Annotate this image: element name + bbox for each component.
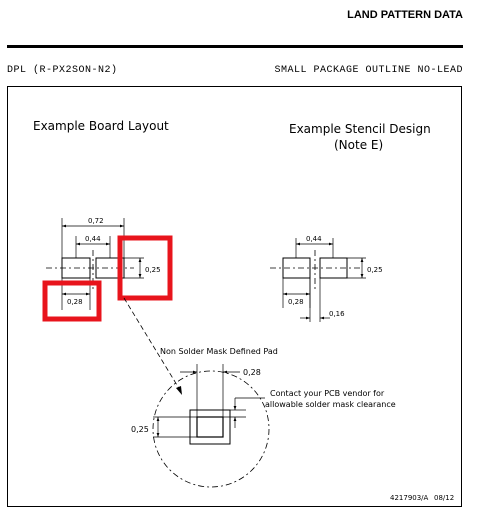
detail-label: Non Solder Mask Defined Pad	[160, 347, 278, 356]
stencil-title-line1: Example Stencil Design	[289, 122, 431, 136]
stencil-dim-inner: 0,44	[306, 235, 322, 243]
package-code: DPL (R-PX2SON-N2)	[7, 65, 118, 76]
board-layout-title: Example Board Layout	[33, 119, 169, 133]
detail-leader-arrowhead	[176, 386, 182, 395]
header-rule	[7, 45, 463, 48]
detail-mask-opening	[189, 409, 231, 445]
stencil-dim-height: 0,25	[367, 266, 383, 274]
detail-pad	[196, 416, 224, 438]
drawing-frame	[7, 86, 462, 507]
detail-circle	[152, 370, 270, 488]
detail-note-line2: allowable solder mask clearance	[265, 400, 396, 409]
document-title: LAND PATTERN DATA	[347, 9, 463, 21]
stencil-dim-gap: 0,16	[329, 310, 345, 318]
drawing-number: 4217903/A	[390, 494, 429, 502]
stencil-pad-right	[319, 257, 348, 279]
detail-dim-width: 0,28	[243, 368, 261, 377]
highlight-box-pad-height	[117, 235, 173, 301]
stencil-pad-left	[282, 257, 311, 279]
detail-dim-height: 0,25	[131, 425, 149, 434]
board-dim-width: 0,28	[67, 298, 83, 306]
package-description: SMALL PACKAGE OUTLINE NO-LEAD	[274, 65, 463, 76]
board-dim-height: 0,25	[145, 266, 161, 274]
detail-leader-line	[123, 297, 181, 391]
detail-note-line1: Contact your PCB vendor for	[270, 389, 385, 398]
drawing-date: 08/12	[434, 494, 454, 502]
board-dim-inner: 0,44	[85, 235, 101, 243]
stencil-title-line2: (Note E)	[334, 138, 383, 152]
board-dim-overall: 0,72	[88, 217, 104, 225]
stencil-dim-width: 0,28	[288, 298, 304, 306]
highlight-box-pad-width	[42, 280, 102, 322]
